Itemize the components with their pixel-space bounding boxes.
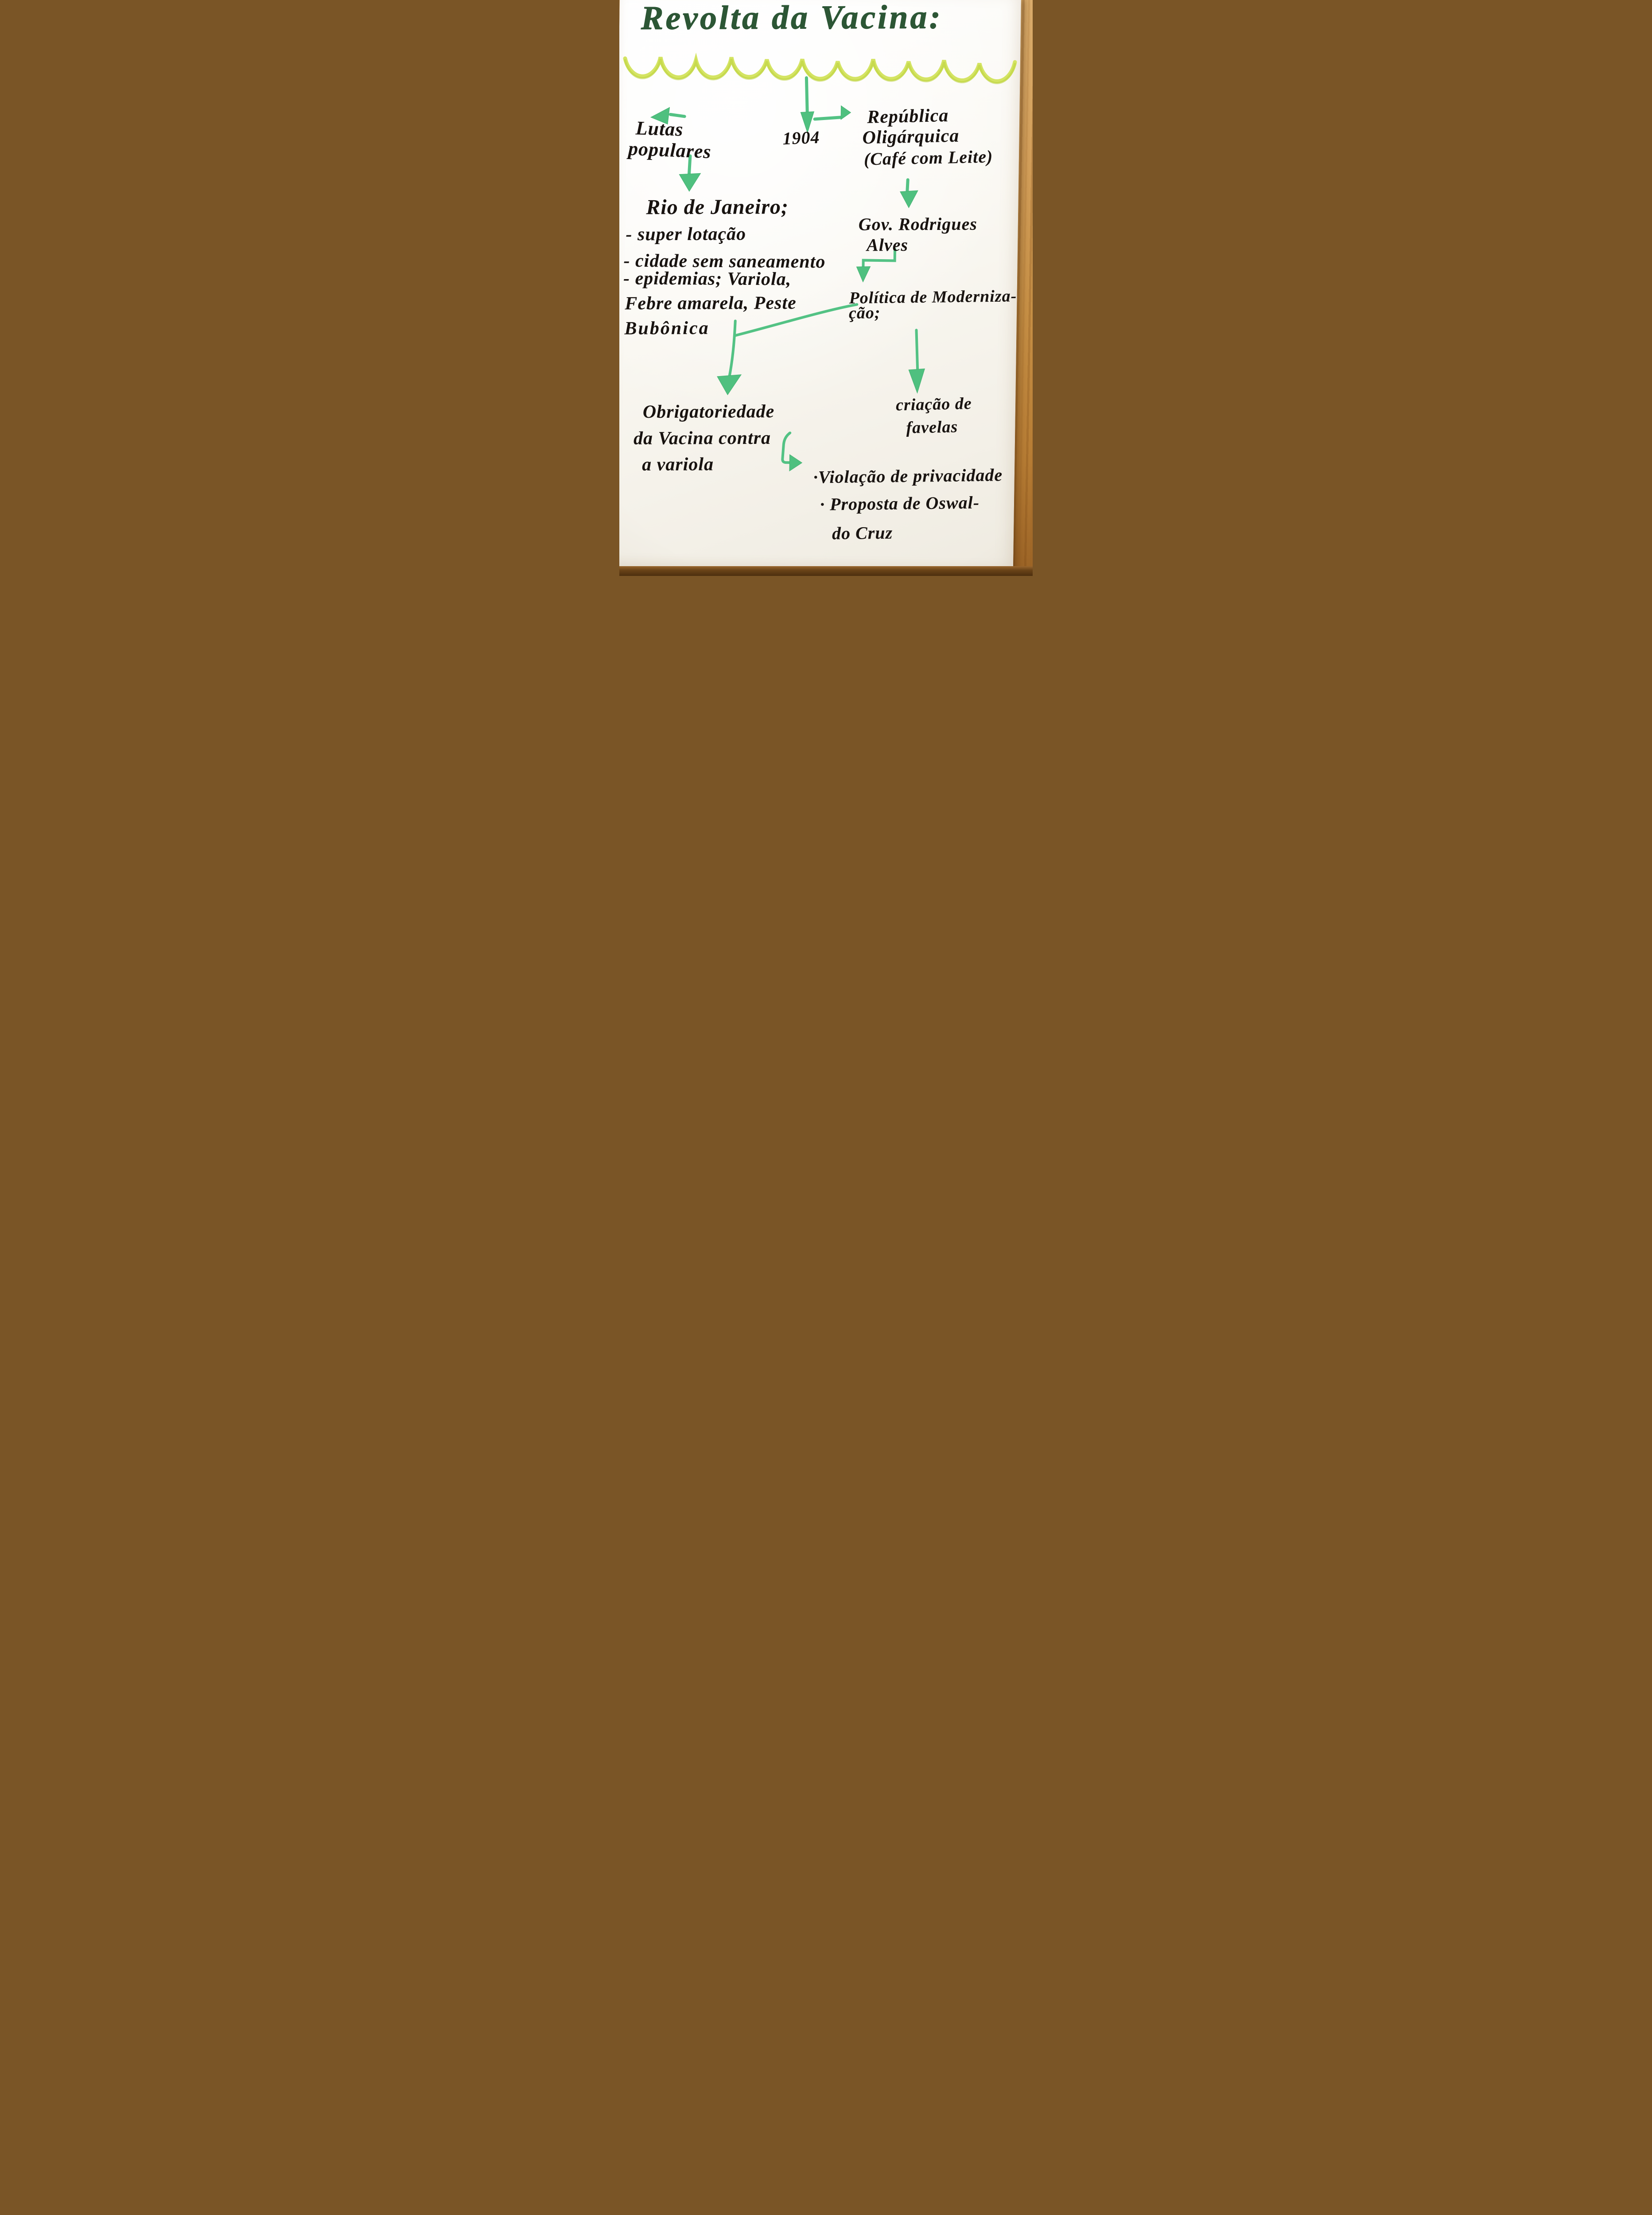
node-obrigatoriedade-line-1: Obrigatoriedade: [642, 401, 775, 423]
node-republica-line-3: (Café com Leite): [863, 146, 993, 169]
node-rio-bullet-1: - super lotação: [626, 224, 746, 245]
arrow-republica-down-icon: [900, 178, 918, 208]
node-rio-bullet-5: Bubônica: [624, 318, 710, 339]
arrow-branch-left-icon: [650, 107, 686, 124]
arrow-branch-right-icon: [813, 105, 851, 121]
table-edge-shadow: [619, 566, 1033, 576]
photo-of-handwritten-mindmap: Revolta da Vacina:: [619, 0, 1033, 576]
node-consequencias-line-1: ·Violação de privacidade: [813, 465, 1003, 487]
connector-politica-to-obrigatoriedade-icon: [717, 303, 859, 396]
arrow-lutas-down-icon: [679, 154, 701, 192]
node-politica-line-2: ção;: [848, 303, 881, 323]
node-consequencias-line-2: · Proposta de Oswal-: [820, 492, 980, 514]
diagram-connectors-layer: [623, 52, 1017, 472]
node-gov-line-2: Alves: [867, 235, 909, 255]
node-rio-bullet-4: Febre amarela, Peste: [625, 292, 797, 314]
node-republica-line-2: Oligárquica: [862, 125, 960, 148]
arrow-year-down-icon: [800, 76, 815, 134]
node-lutas-line-1: Lutas: [635, 117, 684, 140]
node-lutas-line-2: populares: [628, 137, 712, 163]
node-obrigatoriedade-line-2: da Vacina contra: [633, 427, 771, 449]
node-republica-line-1: República: [867, 105, 949, 128]
node-criacao-line-1: criação de: [895, 394, 972, 415]
node-criacao-line-2: favelas: [906, 417, 958, 437]
node-year: 1904: [782, 127, 820, 149]
node-rio-bullet-3: - epidemias; Variola,: [623, 268, 792, 290]
node-obrigatoriedade-line-3: a variola: [642, 454, 714, 475]
node-rio-heading: Rio de Janeiro;: [646, 195, 789, 219]
arrow-politica-down-icon: [908, 329, 925, 394]
node-consequencias-line-3: do Cruz: [832, 522, 893, 544]
arrow-gov-elbow-icon: [856, 248, 897, 283]
paper-sheet: Revolta da Vacina:: [619, 0, 1022, 573]
arrow-obrigatoriedade-elbow-icon: [781, 431, 803, 472]
node-gov-line-1: Gov. Rodrigues: [858, 214, 978, 234]
wave-underline-icon: [623, 52, 1017, 84]
